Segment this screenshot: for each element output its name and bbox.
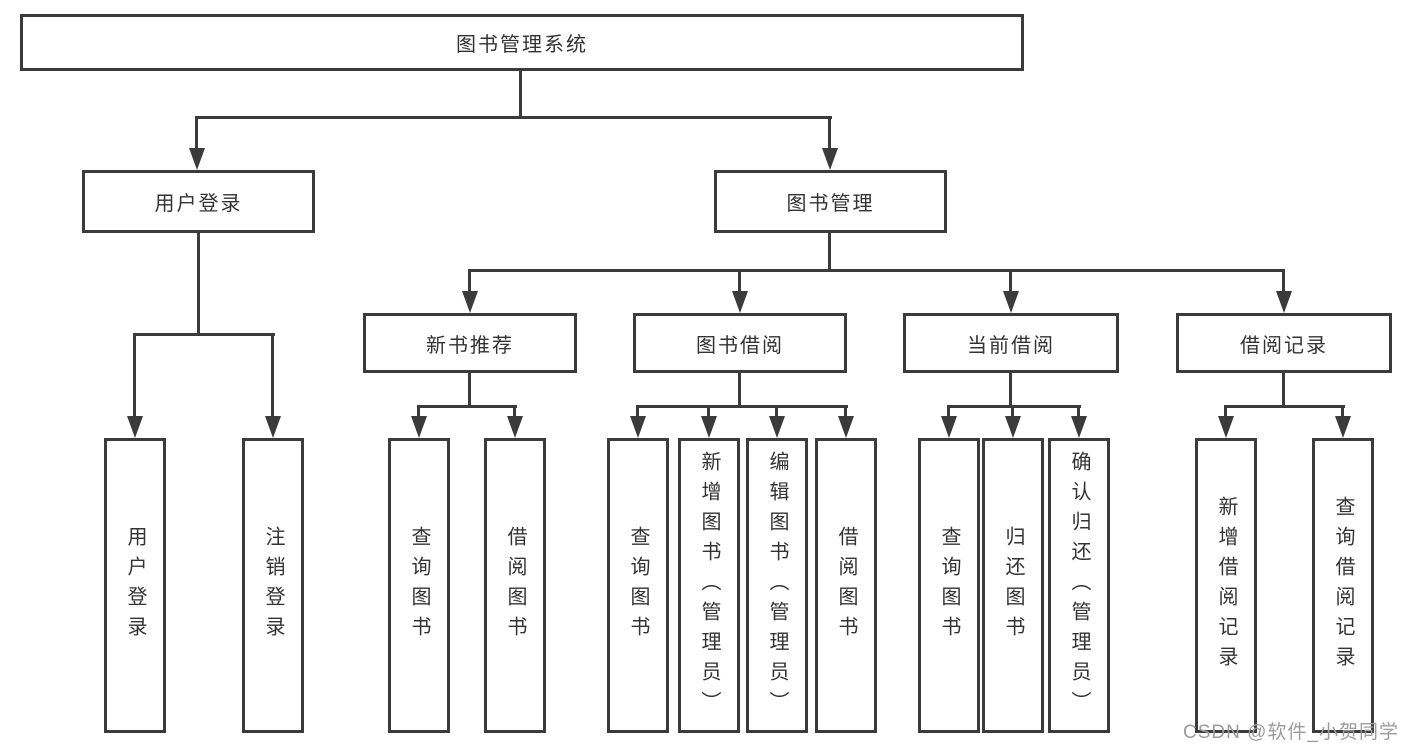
connector-line	[738, 269, 741, 293]
connector-line	[1011, 405, 1014, 418]
node-label: 图书管理	[786, 193, 875, 215]
leaf-label: 用户登录	[124, 525, 146, 646]
connector-line	[197, 233, 200, 335]
arrow-down-icon	[822, 148, 838, 170]
arrow-down-icon	[1071, 416, 1087, 438]
connector-line	[1009, 269, 1012, 293]
leaf-label: 查询图书	[938, 525, 960, 646]
leaf-label: 查询图书	[408, 525, 430, 646]
arrow-down-icon	[189, 148, 205, 170]
node-current-borrowing: 当前借阅	[903, 313, 1119, 373]
arrow-down-icon	[769, 416, 785, 438]
node-user-login: 用户登录	[82, 170, 315, 233]
arrow-down-icon	[411, 416, 427, 438]
arrow-down-icon	[507, 416, 523, 438]
arrow-down-icon	[1003, 291, 1019, 313]
connector-line	[636, 405, 639, 418]
node-borrowing-records: 借阅记录	[1176, 313, 1392, 373]
leaf-query-books: 查询图书	[607, 438, 669, 733]
connector-line	[947, 405, 1081, 408]
connector-line	[133, 333, 136, 418]
connector-line	[738, 373, 741, 407]
arrow-down-icon	[1218, 416, 1234, 438]
leaf-borrow-books: 借阅图书	[815, 438, 877, 733]
leaf-query-books: 查询图书	[388, 438, 450, 733]
node-book-borrowing: 图书借阅	[633, 313, 847, 373]
connector-line	[947, 405, 950, 418]
connector-line	[468, 373, 471, 407]
leaf-label: 新增借阅记录	[1215, 495, 1237, 676]
leaf-query-borrow-record: 查询借阅记录	[1312, 438, 1374, 733]
connector-line	[828, 233, 831, 271]
leaf-add-borrow-record: 新增借阅记录	[1195, 438, 1257, 733]
connector-line	[417, 405, 420, 418]
connector-line	[468, 269, 1284, 272]
connector-line	[1009, 373, 1012, 407]
connector-line	[1282, 373, 1285, 407]
connector-line	[195, 116, 832, 119]
connector-line	[417, 405, 517, 408]
node-label: 借阅记录	[1240, 334, 1328, 357]
connector-line	[133, 333, 275, 336]
leaf-confirm-return-admin: 确认归还（管理员）	[1048, 438, 1110, 733]
connector-line	[1224, 405, 1345, 408]
arrow-down-icon	[941, 416, 957, 438]
leaf-user-login: 用户登录	[104, 438, 166, 733]
leaf-add-book-admin: 新增图书（管理员）	[678, 438, 740, 733]
leaf-label: 借阅图书	[835, 525, 857, 646]
connector-line	[519, 69, 522, 118]
node-label: 用户登录	[154, 193, 243, 215]
arrow-down-icon	[1005, 416, 1021, 438]
connector-line	[468, 269, 471, 293]
leaf-label: 注销登录	[262, 525, 284, 646]
leaf-label: 编辑图书（管理员）	[766, 450, 788, 721]
arrow-down-icon	[838, 416, 854, 438]
node-book-management: 图书管理	[714, 170, 947, 233]
node-label: 新书推荐	[426, 334, 514, 357]
connector-line	[1224, 405, 1227, 418]
node-book-management-system: 图书管理系统	[20, 14, 1024, 71]
connector-line	[1341, 405, 1344, 418]
node-new-book-recommendation: 新书推荐	[363, 313, 577, 373]
arrow-down-icon	[630, 416, 646, 438]
leaf-label: 查询借阅记录	[1332, 495, 1354, 676]
node-label: 当前借阅	[967, 334, 1055, 357]
connector-line	[844, 405, 847, 418]
node-label: 图书借阅	[696, 334, 784, 357]
connector-line	[707, 405, 710, 418]
node-label: 图书管理系统	[456, 34, 588, 56]
arrow-down-icon	[701, 416, 717, 438]
arrow-down-icon	[265, 416, 281, 438]
leaf-borrow-books: 借阅图书	[484, 438, 546, 733]
connector-line	[271, 333, 274, 418]
connector-line	[1077, 405, 1080, 418]
leaf-logout: 注销登录	[242, 438, 304, 733]
leaf-label: 新增图书（管理员）	[698, 450, 720, 721]
leaf-query-books: 查询图书	[918, 438, 980, 733]
leaf-label: 归还图书	[1002, 525, 1024, 646]
leaf-return-books: 归还图书	[982, 438, 1044, 733]
arrow-down-icon	[462, 291, 478, 313]
leaf-edit-book-admin: 编辑图书（管理员）	[746, 438, 808, 733]
connector-line	[1282, 269, 1285, 293]
leaf-label: 查询图书	[627, 525, 649, 646]
connector-line	[636, 405, 848, 408]
connector-line	[828, 116, 831, 150]
arrow-down-icon	[127, 416, 143, 438]
connector-line	[513, 405, 516, 418]
arrow-down-icon	[1335, 416, 1351, 438]
connector-line	[195, 116, 198, 150]
connector-line	[775, 405, 778, 418]
arrow-down-icon	[1276, 291, 1292, 313]
leaf-label: 确认归还（管理员）	[1068, 450, 1090, 721]
arrow-down-icon	[732, 291, 748, 313]
watermark: CSDN @软件_小贺同学	[1183, 722, 1399, 743]
leaf-label: 借阅图书	[504, 525, 526, 646]
